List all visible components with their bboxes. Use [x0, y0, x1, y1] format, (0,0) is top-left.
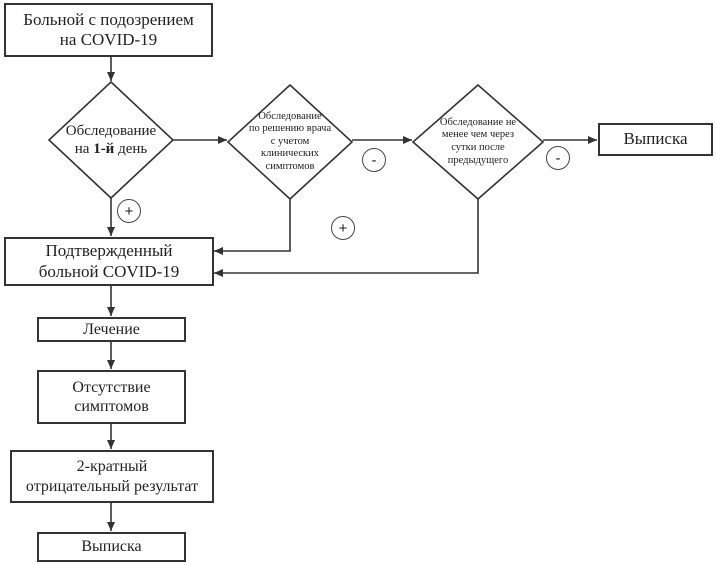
- double-negative-label: 2-кратный отрицательный результат: [25, 458, 199, 495]
- minus-sign-next-label: -: [555, 149, 561, 167]
- discharge-top-label: Выписка: [623, 129, 688, 149]
- minus-sign-doctor-label: -: [371, 151, 377, 169]
- start-label: Больной с подозрением на COVID-19: [23, 9, 194, 49]
- discharge-bottom-label: Выписка: [81, 538, 142, 556]
- arrow-doctor-to-confirmed: [214, 199, 291, 255]
- plus-sign-day1: +: [117, 199, 141, 223]
- discharge-bottom-box: Выписка: [37, 532, 186, 562]
- decision-doctor-label: Обследование по решению врача с учетом к…: [248, 110, 332, 172]
- plus-sign-doctor-label: +: [338, 219, 348, 237]
- plus-sign-doctor: +: [331, 216, 355, 240]
- decision-day1-suffix: день: [114, 141, 148, 157]
- discharge-top-box: Выписка: [598, 123, 713, 156]
- confirmed-box: Подтвержденный больной COVID-19: [4, 237, 214, 286]
- no-symptoms-box: Отсутствие симптомов: [37, 370, 186, 424]
- decision-day1-label: Обследование на 1-й день: [66, 122, 156, 158]
- decision-doctor-text: Обследование по решению врача с учетом к…: [240, 104, 340, 180]
- double-negative-box: 2-кратный отрицательный результат: [10, 450, 214, 503]
- decision-day1-bold: 1-й: [93, 141, 115, 157]
- minus-sign-doctor: -: [362, 148, 386, 172]
- treatment-label: Лечение: [83, 320, 140, 338]
- decision-day1-prefix: Обследование на: [65, 123, 157, 157]
- decision-day1-text: Обследование на 1-й день: [56, 118, 166, 162]
- minus-sign-next: -: [546, 146, 570, 170]
- arrow-next-to-confirmed: [214, 199, 479, 277]
- treatment-box: Лечение: [37, 317, 186, 342]
- no-symptoms-label: Отсутствие симптомов: [72, 378, 151, 415]
- start-box: Больной с подозрением на COVID-19: [4, 3, 213, 57]
- plus-sign-day1-label: +: [124, 202, 134, 220]
- confirmed-label: Подтвержденный больной COVID-19: [38, 241, 180, 281]
- decision-next-text: Обследование не менее чем через сутки по…: [425, 116, 531, 168]
- decision-next-label: Обследование не менее чем через сутки по…: [439, 116, 517, 166]
